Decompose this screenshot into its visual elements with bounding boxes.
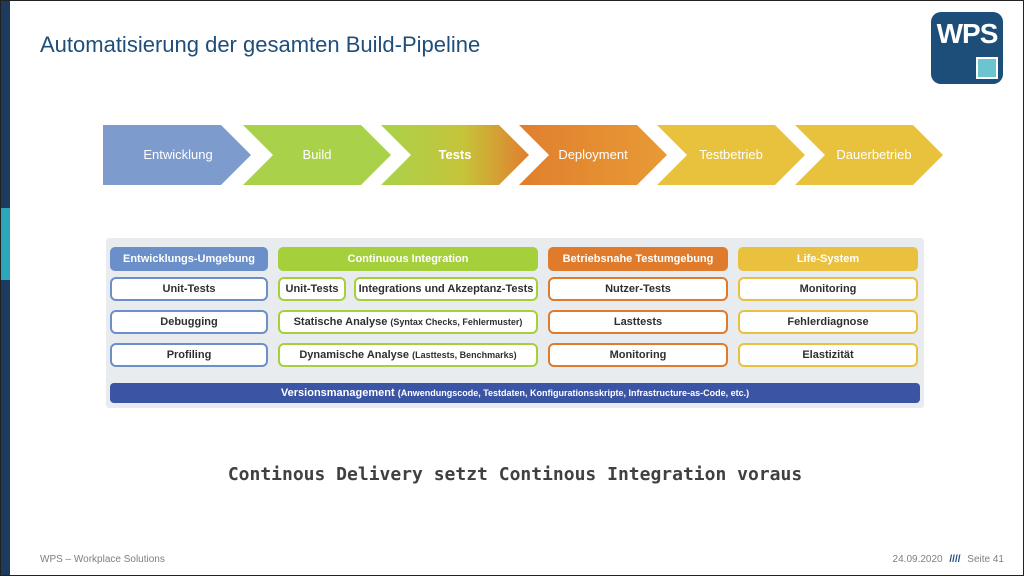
- header-continuous-integration: Continuous Integration: [278, 247, 538, 271]
- stage-label-tests: Tests: [438, 147, 472, 162]
- item-debugging: Debugging: [110, 310, 268, 334]
- chevron-deployment: [519, 125, 667, 185]
- item-monitoring-life: Monitoring: [738, 277, 918, 301]
- header-betriebsnahe-testumgebung: Betriebsnahe Testumgebung: [548, 247, 728, 271]
- environment-diagram: Entwicklungs-Umgebung Unit-Tests Debuggi…: [106, 238, 924, 408]
- item-lasttests: Lasttests: [548, 310, 728, 334]
- footer-page-number: Seite 41: [967, 554, 1004, 565]
- item-dynamische-analyse-detail: (Lasttests, Benchmarks): [412, 350, 517, 360]
- footer-meta: 24.09.2020 //// Seite 41: [893, 554, 1004, 565]
- item-unit-tests-ci: Unit-Tests: [278, 277, 346, 301]
- chevron-testbetrieb: [657, 125, 805, 185]
- item-statische-analyse-label: Statische Analyse: [293, 316, 388, 328]
- chevron-build: [243, 125, 391, 185]
- item-integrations-akzeptanz-tests: Integrations und Akzeptanz-Tests: [354, 277, 538, 301]
- item-unit-tests-dev: Unit-Tests: [110, 277, 268, 301]
- item-elastizitaet: Elastizität: [738, 343, 918, 367]
- chevron-dauerbetrieb: [795, 125, 943, 185]
- versionsmanagement-label: Versionsmanagement: [280, 387, 395, 399]
- pipeline-chevron-svg: [103, 125, 943, 185]
- item-fehlerdiagnose: Fehlerdiagnose: [738, 310, 918, 334]
- left-accent-line: [10, 208, 13, 280]
- stage-label-dauerbetrieb: Dauerbetrieb: [836, 147, 912, 162]
- item-monitoring-test: Monitoring: [548, 343, 728, 367]
- item-statische-analyse-detail: (Syntax Checks, Fehlermuster): [390, 317, 523, 327]
- left-accent-marker: [0, 208, 10, 280]
- left-sidebar-bar: [0, 0, 10, 576]
- stage-label-deployment: Deployment: [558, 147, 628, 162]
- slide-tagline: Continous Delivery setzt Continous Integ…: [227, 464, 803, 485]
- item-dynamische-analyse: Dynamische Analyse (Lasttests, Benchmark…: [278, 343, 538, 367]
- chevron-tests: [381, 125, 529, 185]
- slide-title: Automatisierung der gesamten Build-Pipel…: [40, 32, 481, 57]
- stage-label-build: Build: [302, 147, 332, 162]
- pipeline-chevrons: Entwicklung Build Tests Deployment Testb…: [103, 125, 943, 185]
- stage-label-entwicklung: Entwicklung: [143, 147, 213, 162]
- footer-date: 24.09.2020: [892, 554, 943, 565]
- footer-company: WPS – Workplace Solutions: [40, 554, 165, 565]
- wps-logo: WPS: [931, 12, 1003, 84]
- item-nutzer-tests: Nutzer-Tests: [548, 277, 728, 301]
- header-life-system: Life-System: [738, 247, 918, 271]
- versionsmanagement-bar: Versionsmanagement (Anwendungscode, Test…: [110, 383, 920, 403]
- chevron-entwicklung: [103, 125, 251, 185]
- versionsmanagement-detail: (Anwendungscode, Testdaten, Konfiguratio…: [397, 388, 750, 398]
- item-dynamische-analyse-label: Dynamische Analyse: [299, 349, 410, 361]
- logo-square-icon: [976, 57, 998, 79]
- logo-text: WPS: [936, 18, 999, 49]
- footer-separator: ////: [949, 554, 961, 565]
- item-profiling: Profiling: [110, 343, 268, 367]
- stage-label-testbetrieb: Testbetrieb: [699, 147, 763, 162]
- header-entwicklungs-umgebung: Entwicklungs-Umgebung: [110, 247, 268, 271]
- item-statische-analyse: Statische Analyse (Syntax Checks, Fehler…: [278, 310, 538, 334]
